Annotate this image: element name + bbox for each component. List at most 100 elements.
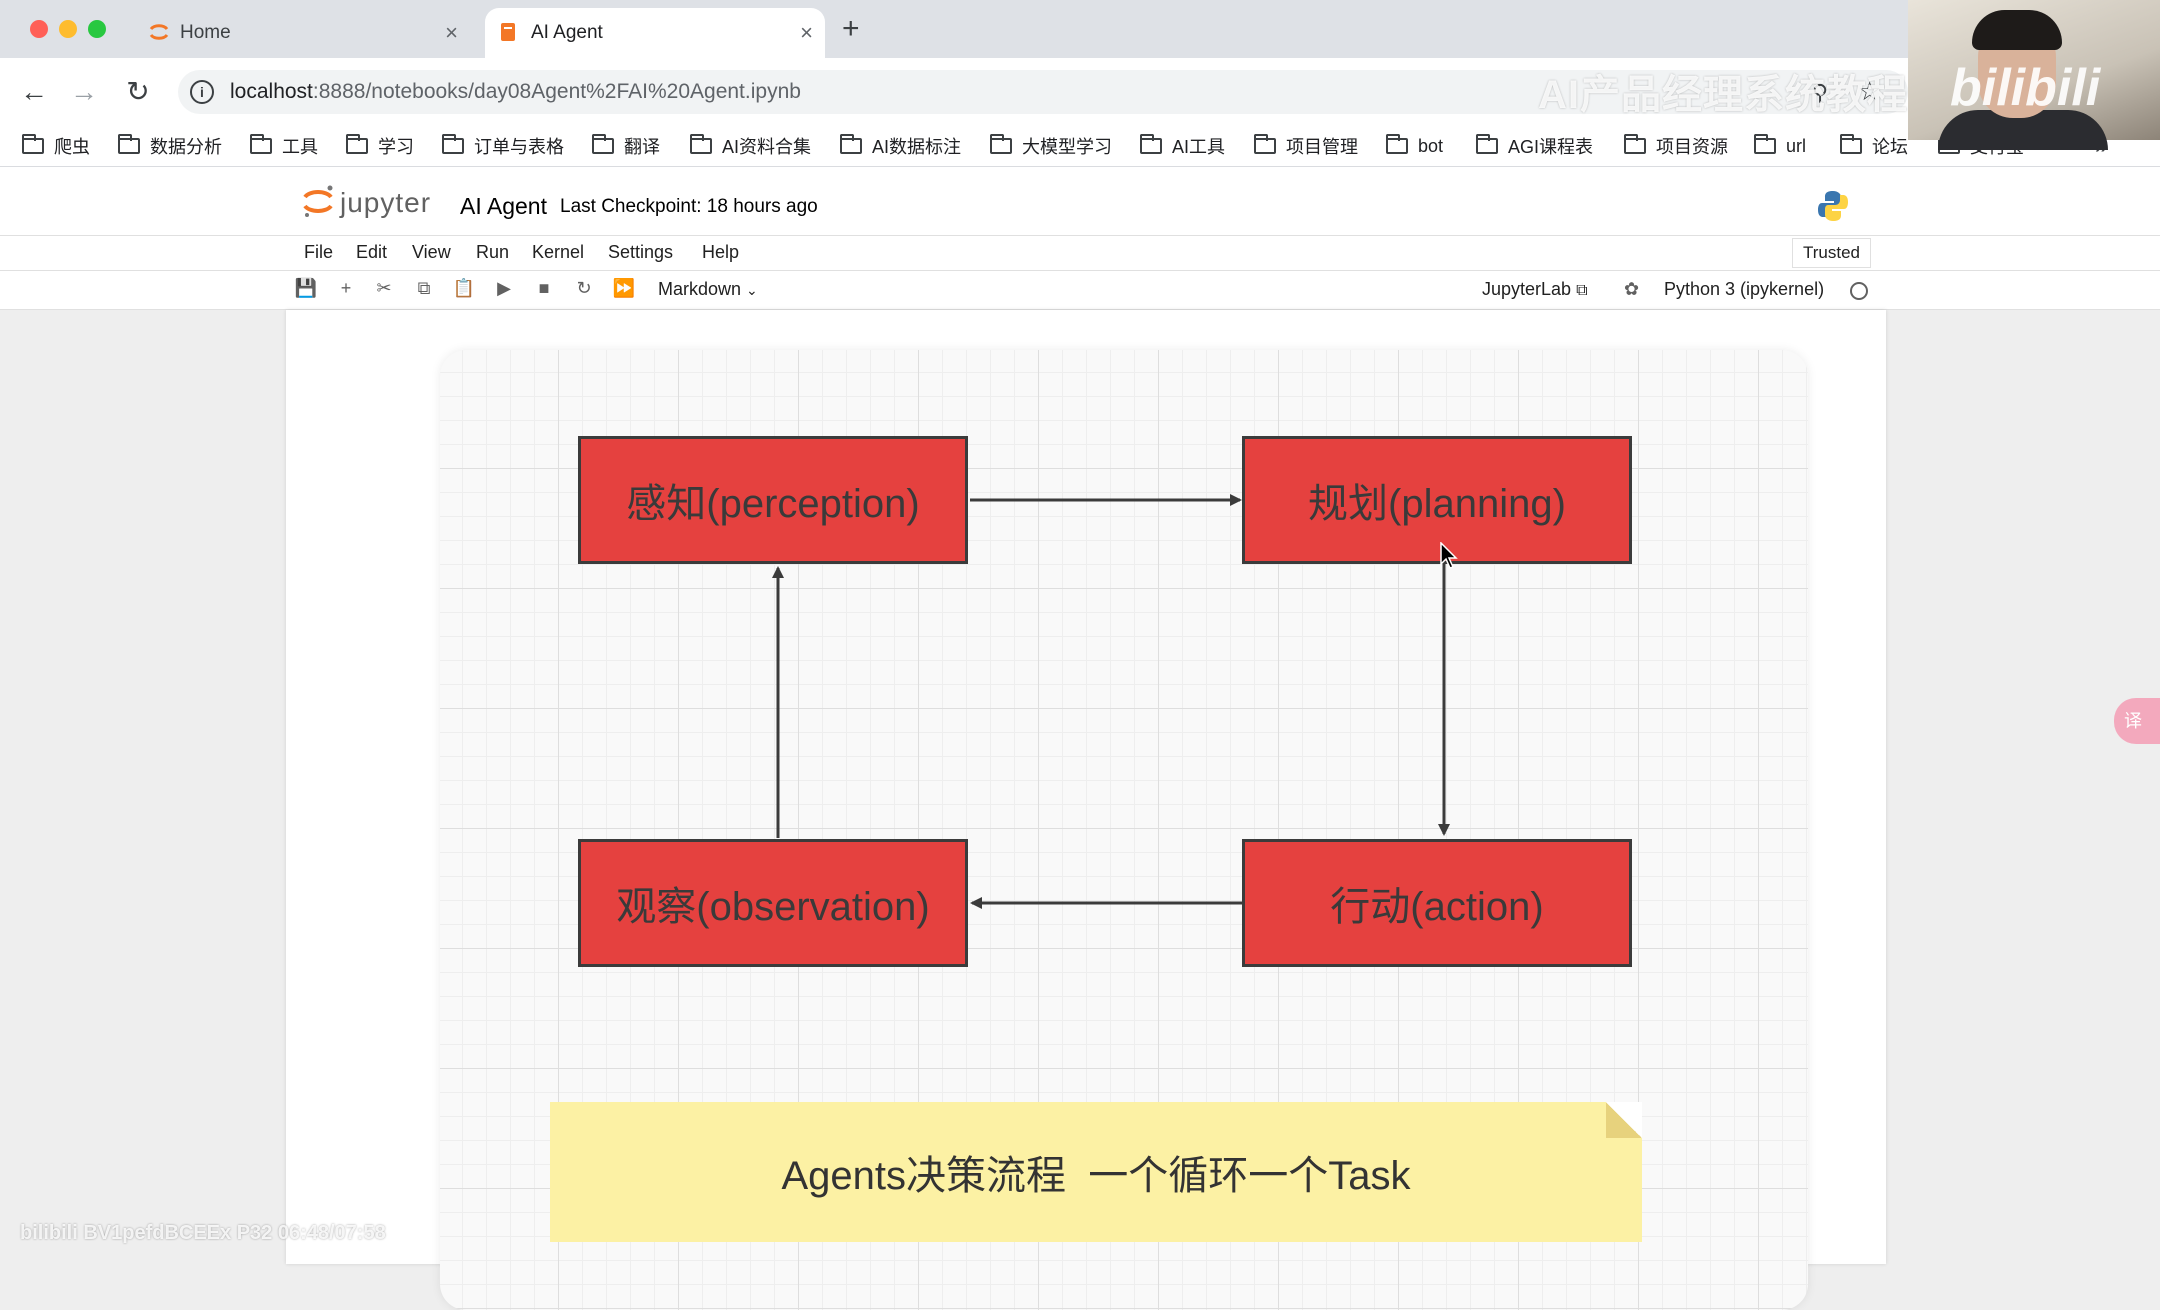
mouse-cursor-icon [1440,542,1458,569]
menu-kernel[interactable]: Kernel [532,242,585,262]
python-logo-icon [1818,191,1848,221]
folder-icon [1140,134,1162,154]
bookmark-folder[interactable]: 学习 [346,132,414,160]
bookmark-folder[interactable]: 项目管理 [1254,132,1358,160]
cell-type-select[interactable]: Markdown ⌄ [658,279,758,300]
run-icon[interactable]: ▶ [497,278,511,298]
trusted-badge[interactable]: Trusted [1792,238,1872,268]
bookmark-folder[interactable]: AGI课程表 [1476,132,1593,160]
jupyter-logo-icon[interactable] [300,183,336,219]
tab-ai-agent-close-icon[interactable]: × [800,20,813,45]
bookmark-label: url [1786,135,1807,156]
jupyterlab-link[interactable]: JupyterLab ⧉ [1482,279,1588,300]
bookmark-label: 项目资源 [1656,137,1728,157]
bookmark-label: AGI课程表 [1508,137,1594,157]
bookmark-folder[interactable]: 订单与表格 [442,132,564,160]
bookmark-label: 大模型学习 [1022,137,1112,157]
folder-icon [690,134,712,154]
debugger-bug-icon[interactable]: ✿ [1624,279,1640,299]
bookmark-folder[interactable]: 论坛 [1840,132,1908,160]
menu-run[interactable]: Run [476,242,510,262]
folder-icon [840,134,862,154]
kernel-name[interactable]: Python 3 (ipykernel) [1664,279,1825,299]
cell-type-value: Markdown [658,279,742,299]
webcam-overlay [1908,0,2160,150]
tab-home-close-icon[interactable]: × [445,20,458,45]
paste-icon[interactable]: 📋 [452,278,476,298]
bookmark-label: 数据分析 [150,137,222,157]
bookmark-folder[interactable]: 项目资源 [1624,132,1728,160]
url-host: localhost [230,80,313,103]
bookmark-folder[interactable]: AI数据标注 [840,132,961,160]
folder-icon [1840,134,1862,154]
bookmark-folder[interactable]: bot [1386,132,1443,160]
note-fold-corner [1606,1102,1642,1138]
folder-icon [1386,134,1408,154]
close-window-button[interactable] [30,20,48,38]
node-action: 行动(action) [1242,839,1632,967]
bookmark-folder[interactable]: 翻译 [592,132,660,160]
video-id-watermark: bilibili BV1pefdBCEEx P32 06:48/07:58 [20,1222,386,1244]
bookmark-folder[interactable]: 大模型学习 [990,132,1112,160]
menu-edit[interactable]: Edit [356,242,388,262]
chevron-down-icon: ⌄ [746,282,758,298]
bookmark-folder[interactable]: AI工具 [1140,132,1225,160]
url-text[interactable]: localhost:8888/notebooks/day08Agent%2FAI… [230,80,801,104]
bookmark-label: AI工具 [1172,137,1226,157]
fast-forward-icon[interactable]: ⏩ [612,278,636,298]
folder-icon [1624,134,1646,154]
checkpoint-status: Last Checkpoint: 18 hours ago [560,196,818,217]
bookmark-folder[interactable]: 数据分析 [118,132,222,160]
node-planning-label: 规划(planning) [1308,482,1566,526]
agent-loop-diagram: 感知(perception) 规划(planning) 行动(action) 观… [440,350,1808,1310]
folder-icon [22,134,44,154]
bookmark-folder[interactable]: 爬虫 [22,132,90,160]
node-planning: 规划(planning) [1242,436,1632,564]
folder-icon [1754,134,1776,154]
sticky-note: Agents决策流程 一个循环一个Task [550,1102,1642,1242]
forward-arrow-icon[interactable]: → [70,76,98,107]
restart-icon[interactable]: ↻ [576,278,592,298]
jupyter-favicon-icon [149,24,169,40]
zoom-icon[interactable]: ⚲ [1812,80,1829,105]
node-observation: 观察(observation) [578,839,968,967]
bookmark-label: 爬虫 [54,137,90,157]
bookmark-label: AI资料合集 [722,137,812,157]
tab-ai-agent[interactable]: AI Agent × [485,8,825,58]
back-arrow-icon[interactable]: ← [20,76,48,107]
jupyter-header: jupyter AI Agent Last Checkpoint: 18 hou… [0,167,2160,236]
bookmark-label: bot [1418,135,1444,156]
bookmark-folder[interactable]: url [1754,132,1806,160]
menu-help[interactable]: Help [702,242,740,262]
node-perception: 感知(perception) [578,436,968,564]
cut-icon[interactable]: ✂ [376,278,392,298]
bookmark-folder[interactable]: AI资料合集 [690,132,811,160]
node-action-label: 行动(action) [1330,885,1544,929]
site-info-icon[interactable]: i [190,80,214,104]
bilibili-logo: bilibili [1950,59,2101,117]
kernel-status-icon [1850,282,1868,300]
bookmark-label: 项目管理 [1286,137,1358,157]
bookmark-label: 学习 [378,137,414,157]
minimize-window-button[interactable] [59,20,77,38]
folder-icon [442,134,464,154]
tab-home[interactable]: Home × [140,8,470,58]
folder-icon [118,134,140,154]
bookmark-star-icon[interactable]: ☆ [1858,76,1882,106]
add-cell-icon[interactable]: + [340,278,352,298]
folder-icon [346,134,368,154]
notebook-title[interactable]: AI Agent [460,193,547,219]
menu-view[interactable]: View [412,242,451,262]
bookmark-folder[interactable]: 工具 [250,132,318,160]
address-bar[interactable]: i localhost:8888/notebooks/day08Agent%2F… [178,70,1908,114]
save-icon[interactable]: 💾 [294,278,318,298]
reload-icon[interactable]: ↻ [126,76,150,107]
menu-settings[interactable]: Settings [608,242,674,262]
maximize-window-button[interactable] [88,20,106,38]
presenter-hair [1972,10,2062,50]
translate-side-button[interactable]: 译 [2114,698,2160,744]
menu-file[interactable]: File [304,242,334,262]
stop-icon[interactable]: ■ [538,278,550,298]
copy-icon[interactable]: ⧉ [417,278,431,298]
new-tab-button[interactable]: + [842,12,860,45]
